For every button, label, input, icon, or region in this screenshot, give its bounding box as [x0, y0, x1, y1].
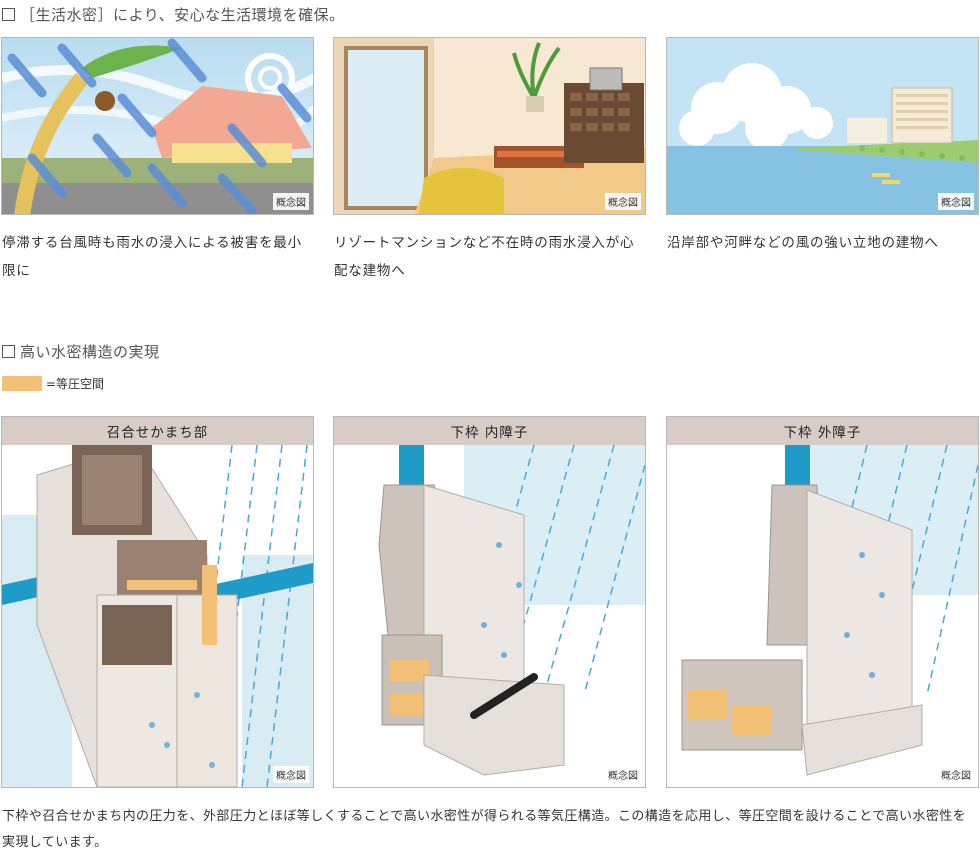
checkbox-icon [2, 345, 15, 358]
panel-meeting-rail: 召合せかまち部 概念図 [1, 416, 314, 788]
coastal-illustration: 概念図 [666, 37, 979, 215]
panel-title: 下枠 内障子 [334, 417, 645, 445]
legend-swatch [2, 376, 42, 391]
concept-badge: 概念図 [605, 766, 641, 783]
section-heading-watertight: 高い水密構造の実現 [2, 341, 160, 362]
concept-badge: 概念図 [273, 766, 309, 783]
section-heading-text: 高い水密構造の実現 [20, 343, 160, 361]
section-heading-text: ［生活水密］により、安心な生活環境を確保。 [20, 6, 345, 24]
card-caption-coastal: 沿岸部や河畔などの風の強い立地の建物へ [667, 235, 939, 251]
checkbox-icon [2, 8, 15, 21]
section-heading-lifestyle: ［生活水密］により、安心な生活環境を確保。 [2, 4, 345, 25]
concept-badge: 概念図 [938, 766, 974, 783]
panel-lower-frame-outer: 下枠 外障子 概念図 [666, 416, 979, 788]
resort-room-illustration: 概念図 [333, 37, 646, 215]
concept-badge: 概念図 [273, 193, 309, 210]
typhoon-illustration: 概念図 [1, 37, 314, 215]
legend-label: =等圧空間 [46, 377, 105, 391]
card-caption-typhoon: 停滞する台風時も雨水の浸入による被害を最小限に [2, 235, 302, 279]
panel-title: 召合せかまち部 [2, 417, 313, 445]
legend: =等圧空間 [2, 375, 104, 392]
watertight-description: 下枠や召合せかまち内の圧力を、外部圧力とほぼ等しくすることで高い水密性が得られる… [2, 809, 967, 850]
concept-badge: 概念図 [938, 193, 974, 210]
panel-lower-frame-inner: 下枠 内障子 概念図 [333, 416, 646, 788]
panel-title: 下枠 外障子 [667, 417, 978, 445]
concept-badge: 概念図 [605, 193, 641, 210]
card-caption-resort: リゾートマンションなど不在時の雨水浸入が心配な建物へ [334, 235, 635, 279]
